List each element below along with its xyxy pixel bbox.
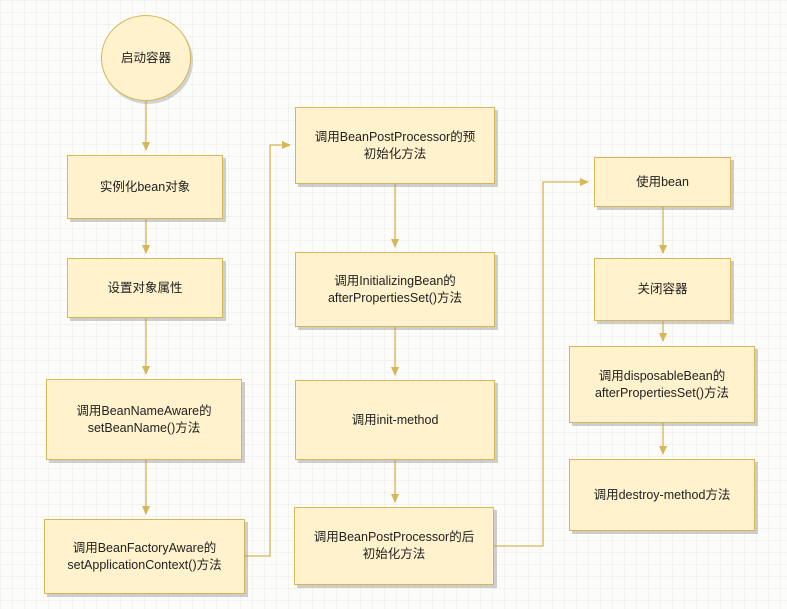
bean-factory-aware-node: 调用BeanFactoryAware的 setApplicationContex…: [44, 519, 245, 594]
destroy-method-label: 调用destroy-method方法: [593, 487, 731, 502]
bean-name-aware-node: 调用BeanNameAware的 setBeanName()方法: [46, 379, 242, 460]
instantiate-bean-label: 实例化bean对象: [99, 179, 191, 194]
bpp-before-init-node: 调用BeanPostProcessor的预 初始化方法: [295, 107, 495, 184]
initializing-bean-label: 调用InitializingBean的 afterPropertiesSet()…: [327, 273, 463, 305]
destroy-method-node: 调用destroy-method方法: [569, 459, 755, 531]
instantiate-bean-node: 实例化bean对象: [67, 155, 223, 219]
initializing-bean-node: 调用InitializingBean的 afterPropertiesSet()…: [295, 252, 495, 327]
bpp-after-init-node: 调用BeanPostProcessor的后 初始化方法: [294, 507, 494, 585]
bpp-before-init-label: 调用BeanPostProcessor的预 初始化方法: [314, 129, 476, 161]
use-bean-node: 使用bean: [594, 157, 731, 207]
bpp-after-init-label: 调用BeanPostProcessor的后 初始化方法: [313, 530, 475, 561]
set-properties-label: 设置对象属性: [107, 280, 183, 295]
close-container-node: 关闭容器: [594, 258, 731, 321]
disposable-bean-label: 调用disposableBean的 afterPropertiesSet()方法: [594, 368, 730, 400]
bean-name-aware-label: 调用BeanNameAware的 setBeanName()方法: [76, 403, 212, 435]
arrow-bpp-after-to-use-bean: [494, 178, 589, 547]
arrow-bean-factory-aware-to-bpp-before: [245, 141, 291, 557]
bean-factory-aware-label: 调用BeanFactoryAware的 setApplicationContex…: [67, 540, 222, 572]
start-container-label: 启动容器: [120, 50, 171, 65]
init-method-label: 调用init-method: [351, 412, 439, 427]
disposable-bean-node: 调用disposableBean的 afterPropertiesSet()方法: [569, 346, 755, 423]
use-bean-label: 使用bean: [636, 174, 689, 189]
init-method-node: 调用init-method: [295, 380, 495, 460]
set-properties-node: 设置对象属性: [67, 258, 223, 318]
close-container-label: 关闭容器: [637, 282, 688, 296]
start-container-node: 启动容器: [101, 15, 191, 101]
